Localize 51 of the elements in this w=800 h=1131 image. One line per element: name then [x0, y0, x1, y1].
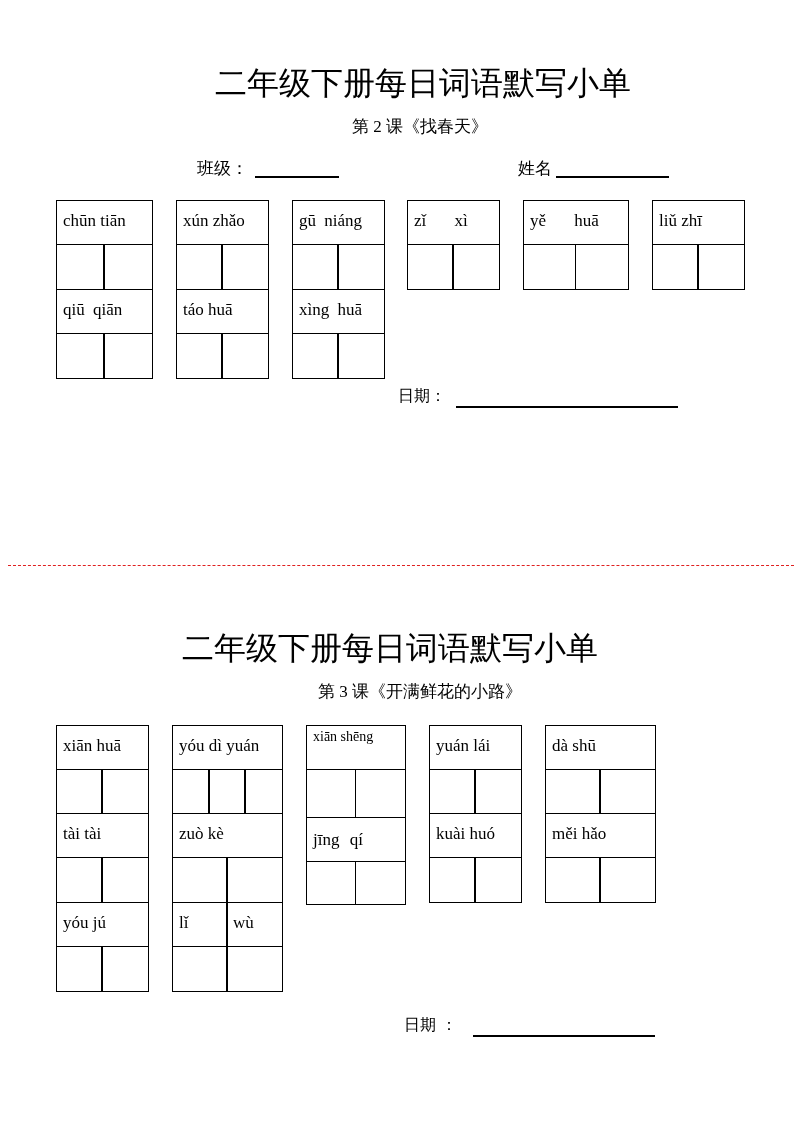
- pinyin-text: wù: [233, 913, 254, 933]
- pinyin-text: zuò kè: [179, 824, 224, 844]
- word-card: [176, 200, 269, 290]
- word-card: [56, 725, 149, 814]
- word-card: [56, 902, 149, 992]
- pinyin-text: chūn tiān: [63, 211, 126, 231]
- pinyin-text: yóu jú: [63, 913, 106, 933]
- word-card: [545, 813, 656, 903]
- word-card: [306, 817, 406, 905]
- word-card: [56, 289, 153, 379]
- pinyin-text: lǐ: [179, 913, 189, 933]
- title: 二年级下册每日词语默写小单: [215, 64, 631, 103]
- word-card: [172, 725, 283, 814]
- pinyin-text: tài tài: [63, 824, 102, 844]
- pinyin-text: yě huā: [530, 211, 599, 231]
- form-label: 班级：: [197, 158, 248, 180]
- word-card: [407, 200, 500, 290]
- word-card: [652, 200, 745, 290]
- word-card: [545, 725, 656, 814]
- word-card: [429, 725, 522, 814]
- title: 二年级下册每日词语默写小单: [182, 629, 598, 668]
- subtitle: 第 2 课《找春天》: [352, 116, 488, 138]
- word-card: [56, 200, 153, 290]
- pinyin-text: táo huā: [183, 300, 233, 320]
- pinyin-text: yuán lái: [436, 736, 491, 756]
- form-label: 日期 ：: [404, 1015, 458, 1036]
- pinyin-text: liǔ zhī: [659, 211, 702, 231]
- pinyin-text: jīng qí: [313, 830, 363, 850]
- pinyin-text: xiān huā: [63, 736, 122, 756]
- word-card: [56, 813, 149, 903]
- word-card: [306, 725, 406, 818]
- subtitle: 第 3 课《开满鲜花的小路》: [318, 681, 522, 703]
- pinyin-text: yóu dì yuán: [179, 736, 260, 756]
- pinyin-text: dà shū: [552, 736, 596, 756]
- pinyin-text: qiū qiān: [63, 300, 123, 320]
- form-label: 日期：: [398, 386, 446, 407]
- word-card: [523, 200, 629, 290]
- word-card: [176, 289, 269, 379]
- word-card: [292, 200, 385, 290]
- pinyin-text: gū niáng: [299, 211, 363, 231]
- pinyin-text: xiān shēng: [313, 729, 374, 745]
- pinyin-text: xìng huā: [299, 300, 363, 320]
- pinyin-text: zǐ xì: [414, 211, 468, 231]
- pinyin-text: kuài huó: [436, 824, 496, 844]
- word-card: [429, 813, 522, 903]
- word-card: [172, 813, 283, 903]
- pinyin-text: xún zhǎo: [183, 211, 245, 231]
- word-card: [292, 289, 385, 379]
- pinyin-text: měi hǎo: [552, 824, 607, 844]
- word-card: [172, 902, 283, 992]
- form-label: 姓名: [518, 158, 552, 180]
